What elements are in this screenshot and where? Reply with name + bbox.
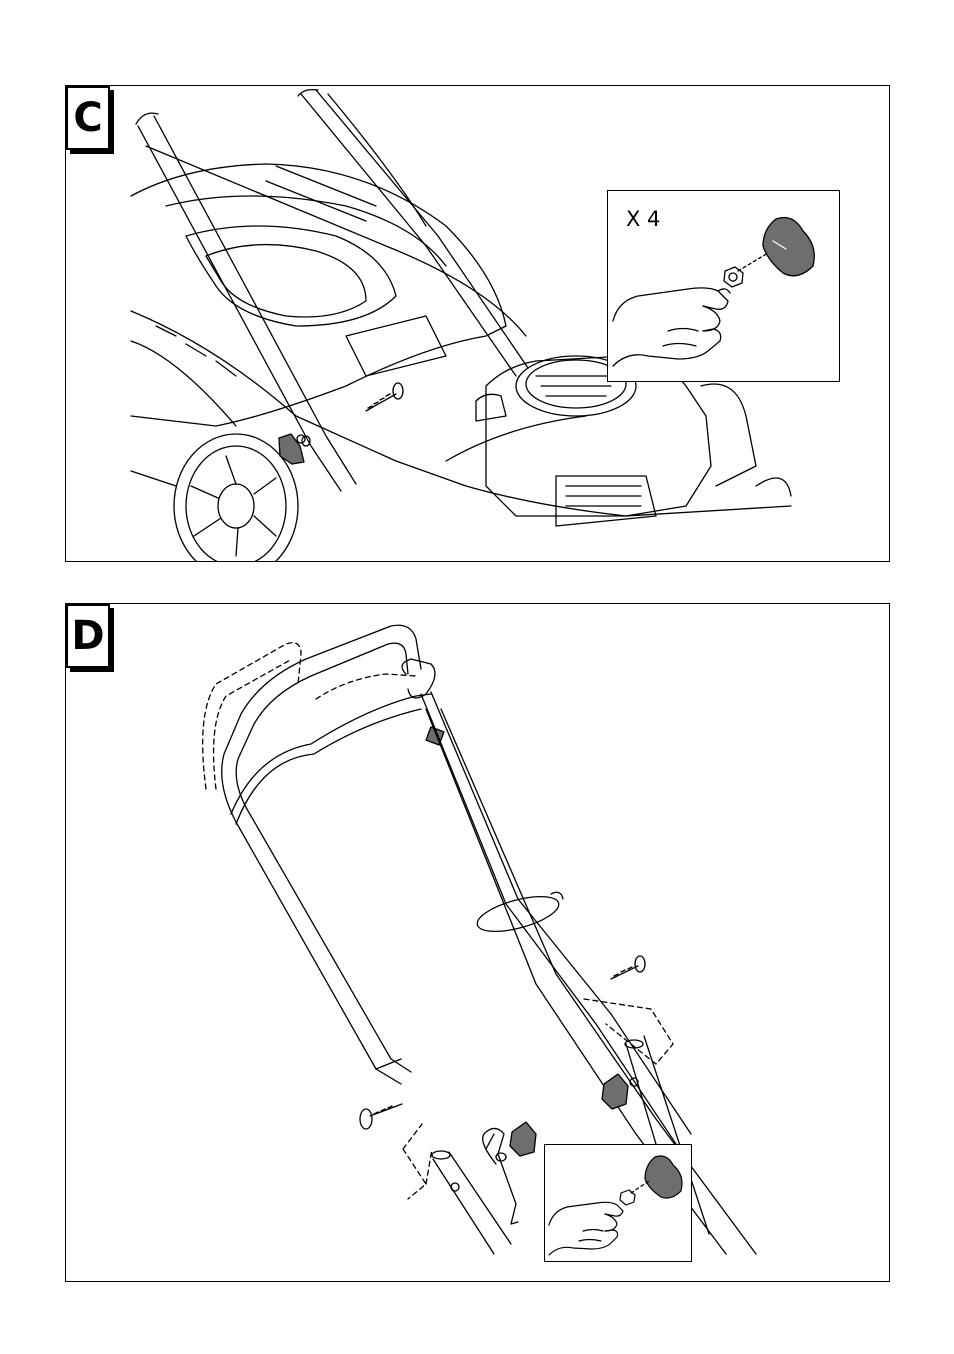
bail-lever — [401, 658, 436, 699]
quantity-label: X 4 — [626, 207, 661, 231]
star-knob-icon — [601, 1073, 629, 1110]
inset-knob-detail — [544, 1144, 692, 1262]
rear-wheel — [173, 433, 299, 561]
control-cable — [145, 145, 527, 337]
inset-knob-detail: X 4 — [607, 190, 840, 382]
step-c-panel: X 4 — [65, 85, 890, 562]
handle-bar-right — [300, 89, 529, 377]
handle-assembly-illustration — [202, 624, 757, 1255]
star-knob-icon — [644, 1155, 683, 1199]
hand-icon — [548, 1201, 624, 1256]
star-knob-icon — [509, 1121, 537, 1157]
step-d-panel — [65, 603, 890, 1282]
carriage-bolt-icon — [359, 1103, 403, 1130]
handle-bar-right — [420, 691, 692, 1145]
carriage-bolt-icon — [610, 955, 646, 980]
top-handle — [221, 624, 432, 1085]
hex-nut-icon — [723, 266, 744, 288]
hand-tightening-illustration — [612, 216, 815, 367]
folded-handle-outline — [202, 642, 302, 790]
handle-bar-left — [137, 115, 357, 492]
engine — [445, 323, 792, 527]
hex-nut-icon — [619, 1189, 636, 1206]
lawnmower-handle-mount-illustration — [130, 88, 792, 561]
lower-tube-left — [432, 1151, 512, 1255]
star-knob-icon — [278, 433, 305, 465]
hand-tightening-illustration — [548, 1155, 683, 1256]
bail-wire — [482, 1127, 519, 1225]
hand-icon — [612, 287, 731, 367]
step-letter-c: C — [66, 86, 110, 150]
cable-clip — [476, 895, 560, 933]
mower-deck — [130, 310, 792, 517]
grass-box — [130, 163, 507, 427]
step-letter-d: D — [66, 604, 110, 668]
carriage-bolt-icon — [365, 382, 404, 412]
star-knob-icon — [762, 216, 815, 277]
